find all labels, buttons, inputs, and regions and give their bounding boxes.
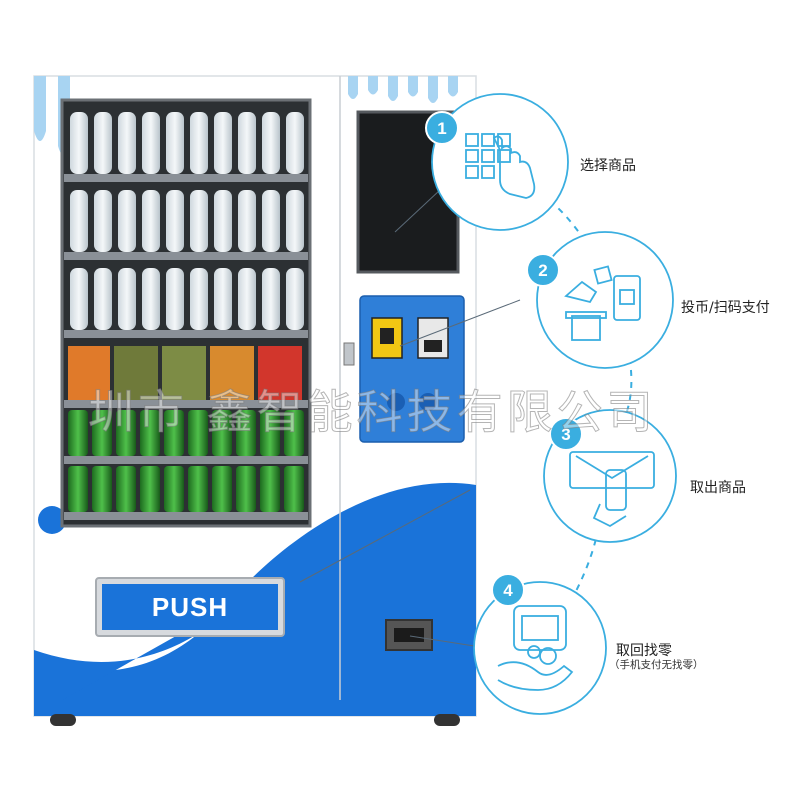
step-4-circle xyxy=(473,573,607,715)
payment-panel xyxy=(359,295,465,443)
push-label: PUSH xyxy=(151,591,229,622)
step-1-number: 1 xyxy=(437,119,446,138)
step-3-number: 3 xyxy=(561,425,570,444)
step-3-circle xyxy=(543,409,677,543)
step-4-label: 取回找零 xyxy=(616,643,672,659)
flow-path xyxy=(519,179,633,621)
can-shelves xyxy=(64,410,308,520)
step-2-label: 投币/扫码支付 xyxy=(681,300,770,316)
step-1-badge xyxy=(425,111,459,145)
step-4-number: 4 xyxy=(503,581,513,600)
payment-icon xyxy=(564,265,641,341)
step-2-circle xyxy=(526,231,674,369)
step-2-number: 2 xyxy=(538,261,547,280)
bottle-shelves xyxy=(64,112,308,338)
step-2-badge xyxy=(526,253,560,287)
door-lock xyxy=(343,342,355,366)
pickup-icon xyxy=(569,451,655,528)
change-icon xyxy=(497,605,574,691)
step-3-label: 取出商品 xyxy=(690,480,746,496)
snack-shelf xyxy=(64,346,308,408)
touch-keypad-icon xyxy=(465,133,536,199)
step-1-label: 选择商品 xyxy=(580,158,636,174)
step-4-badge xyxy=(491,573,525,607)
step-4-sublabel: （手机支付无找零） xyxy=(609,659,704,671)
step-3-badge xyxy=(549,417,583,451)
step-1-circle xyxy=(425,93,569,231)
wheels xyxy=(50,714,460,726)
push-flap xyxy=(102,584,278,630)
